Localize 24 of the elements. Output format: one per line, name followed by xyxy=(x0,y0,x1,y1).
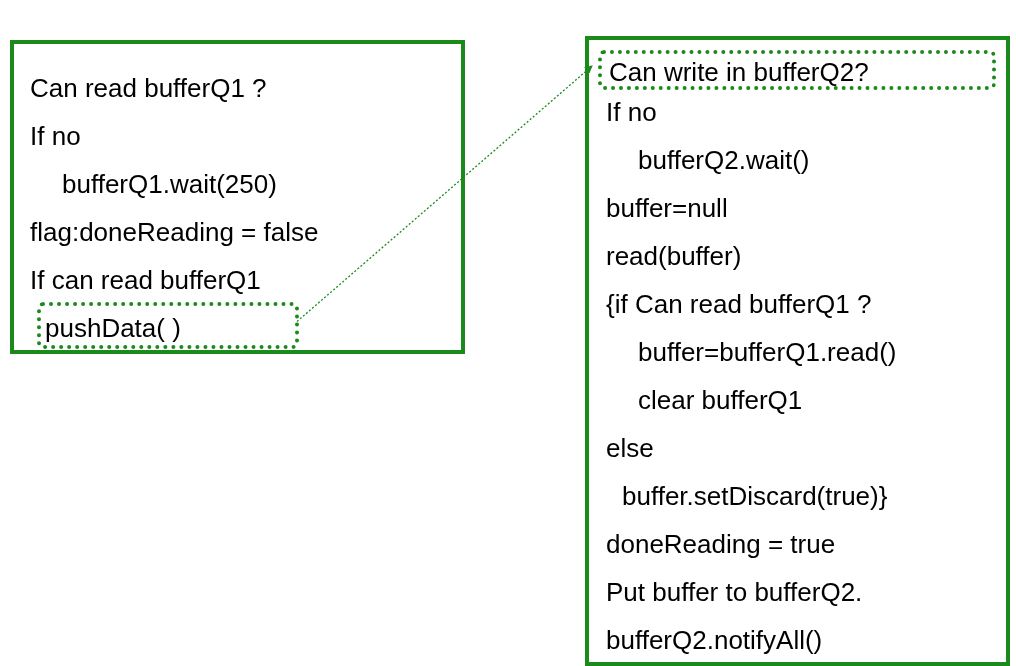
code-line: doneReading = true xyxy=(606,528,836,561)
code-line: Can read bufferQ1 ? xyxy=(30,72,267,105)
code-line: pushData( ) xyxy=(45,312,181,345)
code-line: Put buffer to bufferQ2. xyxy=(606,576,863,609)
code-box xyxy=(10,40,465,354)
code-line: If no xyxy=(30,120,81,153)
code-line: flag:doneReading = false xyxy=(30,216,319,249)
code-line: If can read bufferQ1 xyxy=(30,264,261,297)
code-line: {if Can read bufferQ1 ? xyxy=(606,288,872,321)
highlight-box xyxy=(598,50,996,90)
code-line: buffer.setDiscard(true)} xyxy=(622,480,888,513)
code-line: Can write in bufferQ2? xyxy=(609,56,869,89)
code-line: bufferQ2.wait() xyxy=(638,144,810,177)
code-line: buffer=null xyxy=(606,192,728,225)
dotted-arrow xyxy=(296,65,593,323)
code-line: clear bufferQ1 xyxy=(638,384,803,417)
code-box xyxy=(585,36,1010,666)
code-line: bufferQ2.notifyAll() xyxy=(606,624,823,657)
highlight-box xyxy=(37,302,299,349)
code-line: else xyxy=(606,432,654,465)
code-line: buffer=bufferQ1.read() xyxy=(638,336,897,369)
code-line: read(buffer) xyxy=(606,240,742,273)
code-line: If no xyxy=(606,96,657,129)
code-line: bufferQ1.wait(250) xyxy=(62,168,277,201)
